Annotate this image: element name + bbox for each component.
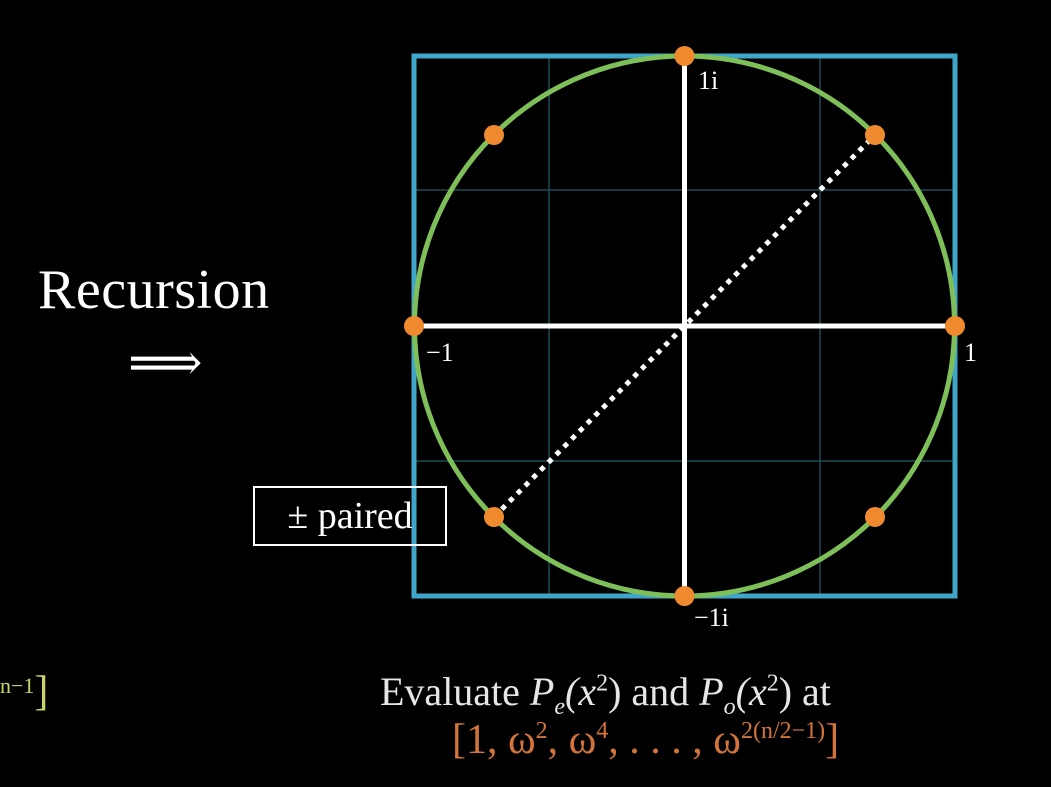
- root-point: [484, 125, 504, 145]
- root-point: [674, 46, 695, 66]
- recursion-title: Recursion: [38, 259, 270, 321]
- list-exp2: 4: [596, 718, 609, 744]
- subscript-o: o: [723, 694, 736, 720]
- arg-close-e: ): [608, 669, 622, 714]
- list-close: ]: [825, 717, 840, 763]
- label-bottom: −1i: [694, 603, 729, 632]
- list-exp3: 2(n/2−1): [740, 718, 826, 744]
- at-word: at: [802, 669, 831, 714]
- root-point: [865, 125, 885, 145]
- label-left: −1: [426, 338, 454, 367]
- arg-close-o: ): [778, 669, 793, 714]
- exp-o: 2: [766, 670, 779, 697]
- evaluate-caption: Evaluate Pe(x2) and Po(x2) at: [380, 668, 831, 721]
- fragment-exponent: n−1: [0, 673, 35, 698]
- pairing-line: [492, 133, 877, 519]
- left-list-fragment: n−1]: [0, 668, 48, 716]
- evaluation-points-list: [1, ω2, ω4, . . . , ω2(n/2−1)]: [452, 716, 839, 764]
- poly-even: P: [529, 669, 555, 714]
- list-exp1: 2: [535, 718, 548, 744]
- arg-open-o: (x: [735, 669, 767, 714]
- root-point: [945, 316, 965, 336]
- fragment-bracket: ]: [34, 669, 49, 715]
- and-word: and: [631, 669, 690, 714]
- root-point: [674, 586, 695, 606]
- arg-open-e: (x: [565, 669, 597, 714]
- subscript-e: e: [554, 694, 566, 720]
- poly-odd: P: [699, 669, 724, 714]
- exp-e: 2: [596, 670, 609, 697]
- roots-of-unity: [404, 46, 965, 606]
- root-point: [484, 507, 504, 527]
- list-dots: , . . . , ω: [608, 717, 741, 763]
- label-top: 1i: [698, 66, 719, 95]
- implies-arrow: ⟹: [128, 333, 203, 393]
- paired-note-box: ± paired: [253, 486, 447, 546]
- evaluate-word: Evaluate: [380, 669, 520, 714]
- list-mid: , ω: [547, 717, 597, 763]
- list-open: [1, ω: [452, 717, 536, 763]
- label-right: 1: [964, 338, 977, 367]
- root-point: [865, 507, 885, 527]
- root-point: [404, 316, 424, 336]
